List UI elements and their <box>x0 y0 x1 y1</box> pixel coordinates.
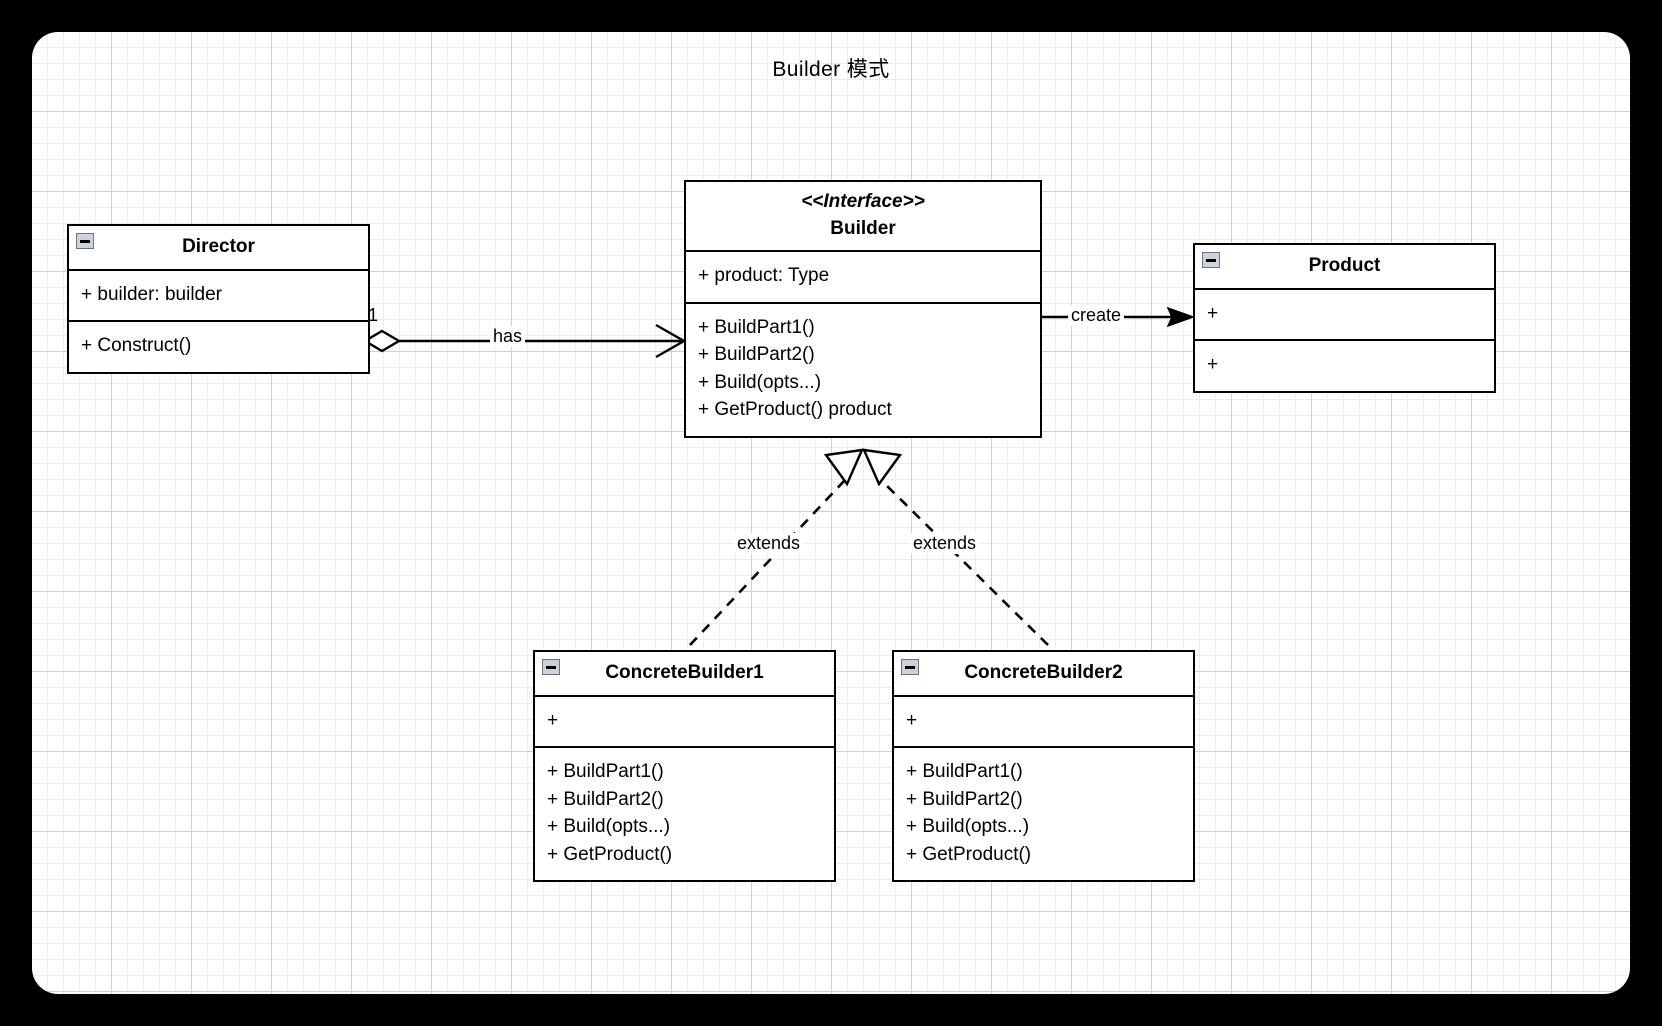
collapse-minus-icon[interactable] <box>76 233 94 249</box>
class-box-concrete-builder-1[interactable]: ConcreteBuilder1 + + BuildPart1() + Buil… <box>533 650 836 883</box>
class-header-concrete-builder-1: ConcreteBuilder1 <box>535 652 834 697</box>
class-title-director: Director <box>182 236 255 257</box>
method-row: + BuildPart2() <box>698 344 815 366</box>
method-row: + BuildPart1() <box>547 761 664 783</box>
class-header-product: Product <box>1195 245 1494 290</box>
class-box-concrete-builder-2[interactable]: ConcreteBuilder2 + + BuildPart1() + Buil… <box>892 650 1195 883</box>
attribute-row: + product: Type <box>698 265 830 287</box>
multiplicity-label-director: 1 <box>368 305 379 325</box>
class-methods-builder: + BuildPart1() + BuildPart2() + Build(op… <box>686 301 1040 436</box>
attribute-row: + builder: builder <box>81 283 223 305</box>
class-title-builder: Builder <box>830 217 896 239</box>
collapse-minus-icon[interactable] <box>542 659 560 675</box>
class-attributes-builder: + product: Type <box>686 252 1040 302</box>
method-row: + <box>1207 354 1219 376</box>
class-box-director[interactable]: Director + builder: builder + Construct(… <box>67 224 370 374</box>
edge-label-extends-2: extends <box>910 533 980 554</box>
method-row: + Build(opts...) <box>547 816 671 838</box>
method-row: + GetProduct() <box>906 843 1032 865</box>
collapse-minus-icon[interactable] <box>1202 252 1220 268</box>
class-title-product: Product <box>1308 255 1381 276</box>
class-title-concrete-builder-1: ConcreteBuilder1 <box>605 662 764 683</box>
class-title-concrete-builder-2: ConcreteBuilder2 <box>964 662 1123 683</box>
class-methods-concrete-builder-2: + BuildPart1() + BuildPart2() + Build(op… <box>894 746 1193 880</box>
edge-label-has: has <box>490 326 526 347</box>
class-header-director: Director <box>69 226 368 271</box>
class-box-product[interactable]: Product + + <box>1193 243 1496 393</box>
class-attributes-director: + builder: builder <box>69 271 368 321</box>
edge-label-create: create <box>1068 305 1125 326</box>
class-attributes-concrete-builder-1: + <box>535 697 834 747</box>
method-row: + BuildPart1() <box>906 761 1023 783</box>
method-row: + Build(opts...) <box>906 816 1030 838</box>
method-row: + GetProduct() product <box>698 399 892 421</box>
class-header-builder: <<Interface>> Builder <box>686 182 1040 253</box>
class-methods-concrete-builder-1: + BuildPart1() + BuildPart2() + Build(op… <box>535 746 834 880</box>
method-row: + Construct() <box>81 335 192 357</box>
method-row: + BuildPart2() <box>906 788 1023 810</box>
class-box-builder[interactable]: <<Interface>> Builder + product: Type + … <box>684 180 1042 438</box>
edge-label-extends-1: extends <box>734 533 804 554</box>
collapse-minus-icon[interactable] <box>901 659 919 675</box>
class-attributes-concrete-builder-2: + <box>894 697 1193 747</box>
method-row: + BuildPart1() <box>698 316 815 338</box>
class-methods-product: + <box>1195 339 1494 391</box>
class-attributes-product: + <box>1195 290 1494 340</box>
attribute-row: + <box>1207 302 1219 324</box>
method-row: + Build(opts...) <box>698 371 822 393</box>
method-row: + BuildPart2() <box>547 788 664 810</box>
class-header-concrete-builder-2: ConcreteBuilder2 <box>894 652 1193 697</box>
method-row: + GetProduct() <box>547 843 673 865</box>
class-stereotype-builder: <<Interface>> <box>801 191 925 212</box>
attribute-row: + <box>906 709 918 731</box>
class-methods-director: + Construct() <box>69 320 368 372</box>
attribute-row: + <box>547 709 559 731</box>
page-title: Builder 模式 <box>772 58 890 81</box>
